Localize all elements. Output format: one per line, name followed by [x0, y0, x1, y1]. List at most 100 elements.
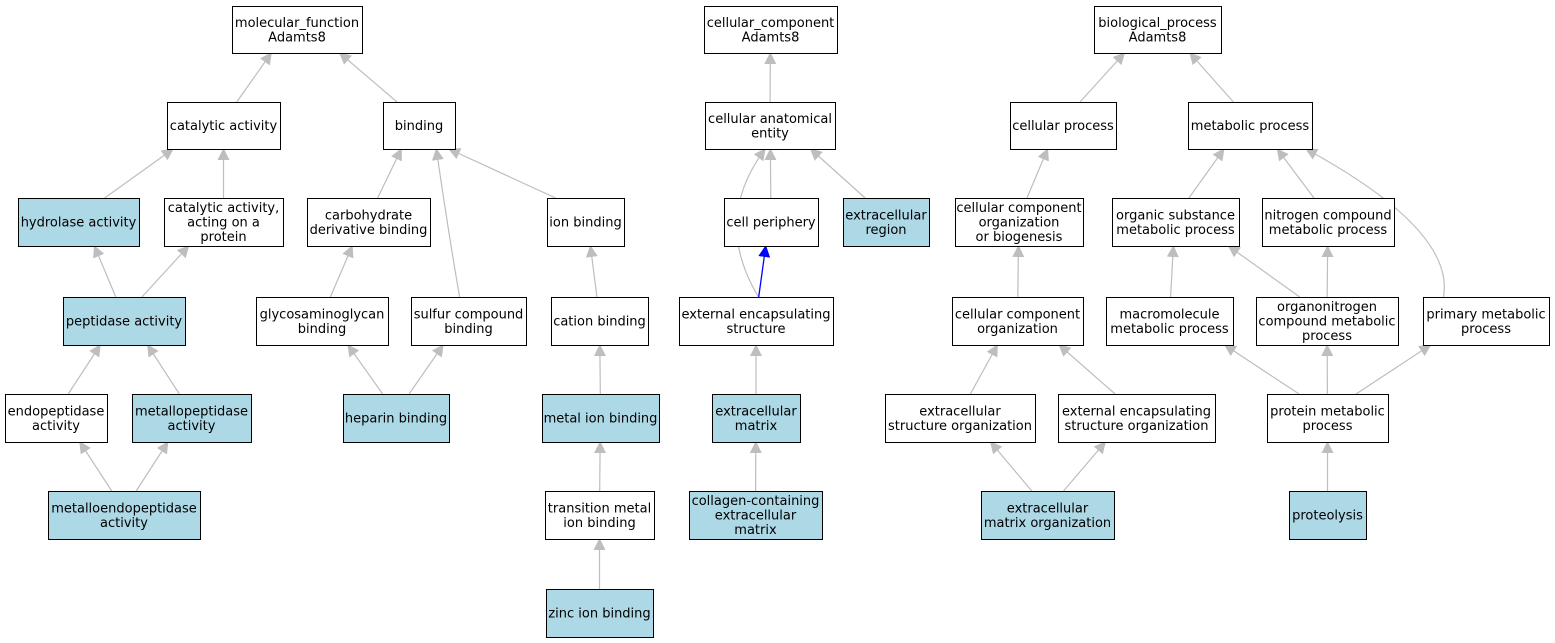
edge-sulfur_binding-to-binding: [431, 148, 461, 298]
edge-heparin-to-sulfur_binding: [408, 344, 444, 395]
node-label-line: nitrogen compound: [1264, 208, 1391, 223]
go-node-metabolic[interactable]: metabolic process: [1188, 102, 1313, 150]
node-label-line: process: [1461, 322, 1511, 337]
node-box: [48, 491, 201, 540]
go-node-cell-periphery[interactable]: cell periphery: [724, 198, 819, 247]
go-node-cell-process[interactable]: cellular process: [1010, 102, 1117, 150]
node-label-line: Adamts8: [1129, 30, 1187, 45]
go-node-heparin[interactable]: heparin binding: [343, 394, 450, 443]
node-box: [383, 102, 456, 150]
node-box: [1423, 297, 1550, 346]
node-label-line: transition metal: [548, 501, 651, 516]
edge-metalloendo-to-endopeptidase: [79, 441, 113, 492]
node-box: [679, 297, 834, 346]
node-label-line: structure organization: [1065, 419, 1209, 434]
go-node-ion-binding[interactable]: ion binding: [547, 198, 625, 247]
edge-metallopeptidase-to-peptidase: [147, 344, 180, 395]
edge-heparin-to-gag_binding: [347, 344, 384, 395]
go-node-cation-binding[interactable]: cation binding: [551, 297, 649, 346]
edge-ec_region-to-cell_anat: [809, 148, 866, 199]
node-box: [542, 394, 660, 443]
edge-macromolecule-to-organic_sub: [1166, 245, 1179, 298]
node-label-line: collagen-containing: [692, 494, 820, 509]
node-label-line: macromolecule: [1119, 307, 1219, 322]
edge-cell_process-to-bp_root: [1079, 52, 1126, 103]
node-label-line: acting on a: [187, 216, 260, 231]
node-label-line: protein: [200, 230, 246, 245]
node-label-line: cellular process: [1012, 119, 1114, 134]
node-box: [705, 102, 836, 150]
node-label-line: extracellular: [1007, 501, 1089, 516]
edge-cation_binding-to-ion_binding: [585, 245, 598, 298]
go-node-hydrolase[interactable]: hydrolase activity: [18, 198, 140, 247]
node-label-line: catalytic activity,: [168, 201, 280, 216]
edge-organonitrogen-to-organic_sub: [1227, 245, 1301, 298]
node-label-line: structure: [727, 322, 786, 337]
node-label-line: binding: [298, 322, 346, 337]
go-node-binding[interactable]: binding: [383, 102, 456, 150]
node-label-line: activity: [168, 419, 216, 434]
edge-hydrolase-to-catalytic: [104, 148, 174, 199]
node-box: [1058, 394, 1216, 443]
node-label-line: matrix: [734, 523, 777, 538]
node-label-line: biological_process: [1098, 16, 1217, 31]
edge-metabolic-to-bp_root: [1189, 52, 1234, 103]
edge-ext_encap_org-to-cc_org: [1058, 344, 1116, 395]
node-label-line: organization: [979, 216, 1060, 231]
edge-catalytic-to-mf_root: [236, 52, 272, 103]
node-label-line: ion binding: [563, 516, 635, 531]
node-label-line: extracellular: [845, 208, 927, 223]
edge-metalloendo-to-metallopeptidase: [135, 441, 169, 492]
node-label-line: external encapsulating: [681, 307, 830, 322]
node-label-line: process: [1302, 329, 1352, 344]
node-label-line: endopeptidase: [8, 404, 105, 419]
go-node-peptidase[interactable]: peptidase activity: [63, 297, 186, 346]
node-box: [1188, 102, 1313, 150]
node-box: [167, 102, 281, 150]
node-label-line: organic substance: [1116, 208, 1235, 223]
go-node-proteolysis[interactable]: proteolysis: [1289, 491, 1367, 540]
go-node-catalytic[interactable]: catalytic activity: [167, 102, 281, 150]
node-box: [307, 198, 431, 247]
node-label-line: region: [865, 223, 906, 238]
go-node-zinc[interactable]: zinc ion binding: [546, 589, 654, 638]
node-label-line: hydrolase activity: [21, 216, 137, 231]
edges-layer: [67, 52, 1445, 589]
go-node-metal-ion[interactable]: metal ion binding: [542, 394, 660, 443]
node-label-line: binding: [444, 322, 492, 337]
edge-cc_org_bio-to-cell_process: [1026, 148, 1049, 199]
node-box: [5, 394, 108, 443]
node-label-line: molecular_function: [235, 16, 359, 31]
node-box: [704, 6, 838, 54]
edge-organic_sub-to-metabolic: [1188, 148, 1225, 199]
node-label-line: primary metabolic: [1426, 307, 1545, 322]
